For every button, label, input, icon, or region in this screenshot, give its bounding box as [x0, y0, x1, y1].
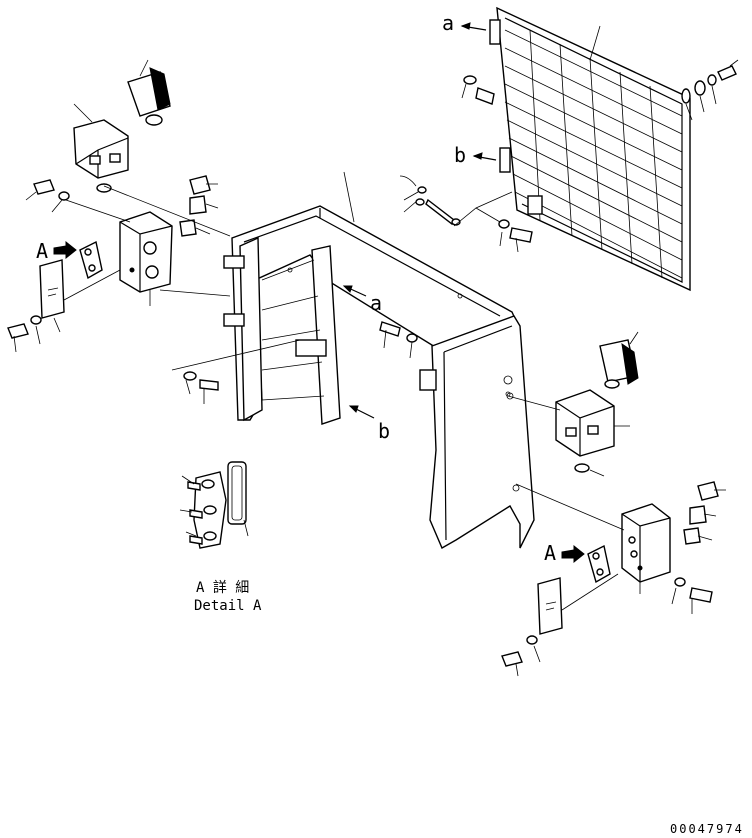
detail-title-en: Detail A [194, 598, 262, 614]
left-switch-box [119, 211, 173, 306]
right-bolts [501, 577, 713, 677]
ref-b-mid: b [378, 419, 390, 443]
detail-a-marker-left: A [36, 239, 48, 263]
grille-panel [489, 6, 691, 292]
ref-b-top: b [454, 143, 466, 167]
right-detail-a: A [537, 541, 619, 635]
rops-frame [223, 205, 535, 549]
grille-bolts-top [461, 59, 739, 121]
detail-a-marker-right: A [544, 541, 556, 565]
left-lamp-guard [73, 103, 129, 193]
detail-title-jp: A 詳 細 [196, 580, 249, 596]
left-labels-cards [103, 175, 231, 297]
frame-bolts [171, 175, 533, 404]
right-labels-cards [683, 481, 726, 545]
left-detail-a: A [36, 239, 121, 333]
drawing-number: 00047974 [670, 822, 744, 836]
right-switch-box [515, 483, 671, 594]
detail-a-view [179, 461, 249, 549]
left-bolts [7, 179, 131, 353]
right-work-lamp [599, 331, 639, 389]
right-lamp-guard [507, 389, 630, 477]
left-work-lamp [127, 59, 171, 126]
ref-a-top: a [442, 11, 454, 35]
ref-a-mid: a [370, 291, 382, 315]
